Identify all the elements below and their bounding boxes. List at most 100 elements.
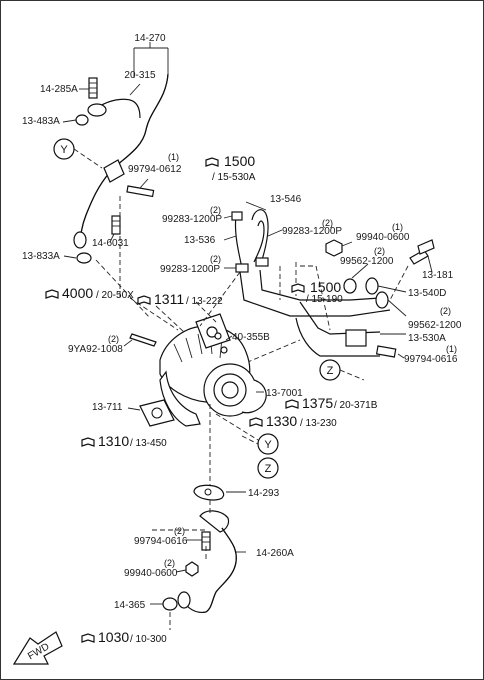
ref-4000: 4000 / 20-50X	[45, 285, 134, 301]
ref-1310: 1310 / 13-450	[81, 433, 167, 449]
pipe-bracket	[103, 159, 125, 183]
book-icon	[249, 417, 263, 427]
book-icon	[81, 633, 95, 643]
ref-1330: 1330 / 13-230	[249, 413, 337, 429]
label-99562-1200-a: 99562-1200	[340, 256, 394, 267]
fwd-arrow-icon	[12, 631, 63, 665]
label-14-285a: 14-285A	[40, 84, 78, 95]
bolt-40-355b-a	[214, 332, 222, 340]
inlet-flange	[159, 370, 201, 427]
ref-1330-main: 1330	[266, 413, 297, 429]
oil-feed-pipe-group: Y	[53, 42, 169, 319]
label-14-270: 14-270	[134, 33, 166, 44]
ref-1375-sub: / 20-371B	[334, 400, 378, 411]
callout-y-top: Y	[60, 144, 68, 156]
ref-1500-b-main: 1500	[310, 279, 341, 295]
washer-99562-lower	[375, 291, 389, 309]
ref-1030-sub: / 10-300	[130, 634, 167, 645]
ref-1030: 1030 / 10-300	[81, 629, 167, 645]
gasket-14-293	[193, 484, 225, 501]
label-99794-0616-a: 99794-0616	[404, 354, 458, 365]
label-40-355b: 40-355B	[232, 332, 270, 343]
ref-1500-b: 1500 / 15-190	[291, 279, 343, 305]
callout-z-bottom: Z	[265, 463, 272, 475]
ref-1311: 1311 / 13-222	[137, 291, 223, 307]
callout-y-bottom: Y	[264, 439, 272, 451]
qty-99794-0616-b: (2)	[174, 526, 185, 536]
qty-99562-1200-a: (2)	[374, 246, 385, 256]
book-icon	[205, 157, 219, 167]
qty-99794-0612: (1)	[168, 152, 179, 162]
forward-direction-mark: FWD	[12, 631, 63, 665]
ref-4000-main: 4000	[62, 285, 93, 301]
label-99283-1200p-b: 99283-1200P	[282, 226, 342, 237]
label-13-833a: 13-833A	[22, 251, 60, 262]
book-icon	[137, 295, 151, 305]
ref-1310-sub: / 13-450	[130, 438, 167, 449]
banjo-fitting-bottom	[73, 231, 87, 249]
label-13-711: 13-711	[92, 402, 123, 413]
nut-99940-0600	[325, 239, 343, 257]
label-99283-1200p-a: 99283-1200P	[162, 214, 222, 225]
callout-z-right: Z	[327, 365, 334, 377]
ref-1330-sub: / 13-230	[300, 418, 337, 429]
label-14-6031: 14-6031	[92, 238, 129, 249]
book-icon	[291, 283, 305, 293]
qty-9ya92-1008: (2)	[108, 334, 119, 344]
label-13-546: 13-546	[270, 194, 302, 205]
turbine-flange	[241, 379, 267, 414]
label-14-365: 14-365	[114, 600, 146, 611]
bolt-99794-0616-right	[375, 345, 397, 358]
bolt-99794-0612	[126, 185, 155, 198]
qty-99283-1200p-b: (2)	[322, 218, 333, 228]
return-pipe-end	[177, 591, 191, 609]
label-14-260a: 14-260A	[256, 548, 294, 559]
ref-1500-b-sub: / 15-190	[306, 294, 343, 305]
oil-return-group	[150, 484, 246, 630]
ref-1375-main: 1375	[302, 395, 333, 411]
ref-1311-main: 1311	[154, 291, 184, 307]
ref-1500-a-main: 1500	[224, 153, 255, 169]
book-icon	[45, 289, 59, 299]
qty-99562-1200-b: (2)	[440, 306, 451, 316]
label-99562-1200-b: 99562-1200	[408, 320, 462, 331]
ref-1310-main: 1310	[98, 433, 129, 449]
label-13-483a: 13-483A	[22, 116, 60, 127]
label-14-293: 14-293	[248, 488, 280, 499]
label-13-7001: 13-7001	[266, 388, 303, 399]
label-9ya92-1008: 9YA92-1008	[68, 344, 123, 355]
return-pipe-flange	[199, 510, 230, 533]
gasket-13-711	[139, 399, 175, 427]
actuator-stud	[206, 326, 218, 338]
label-13-536: 13-536	[184, 235, 216, 246]
book-icon	[285, 399, 299, 409]
book-icon	[81, 437, 95, 447]
washer-13-483a	[75, 114, 89, 126]
label-13-181: 13-181	[422, 270, 454, 281]
hose-clamp-lower-left	[235, 263, 249, 273]
callout-yz-bottom-group: Y Z	[241, 433, 279, 479]
ref-1500-a: 1500 / 15-530A	[205, 153, 256, 183]
hose-clamp-top	[231, 211, 243, 221]
bolt-14-6031	[111, 215, 121, 235]
bolt-13-181-head	[417, 239, 435, 255]
qty-99940-0600-b: (2)	[164, 558, 175, 568]
bolt-40-355b-b	[220, 346, 228, 354]
ref-4000-sub: / 20-50X	[96, 290, 134, 301]
part-labels: 14-270 20-315 14-285A 13-483A (1) 99794-…	[22, 33, 462, 611]
label-99283-1200p-c: 99283-1200P	[160, 264, 220, 275]
callout-circle-z-bottom	[257, 457, 279, 479]
washer-13-540d	[365, 277, 379, 295]
qty-99283-1200p-c: (2)	[210, 254, 221, 264]
label-20-315: 20-315	[124, 70, 156, 81]
label-99940-0600-a: 99940-0600	[356, 232, 410, 243]
ref-1375: 1375 / 20-371B	[285, 395, 378, 411]
ref-1500-a-sub: / 15-530A	[212, 172, 256, 183]
turbocharger-group	[123, 271, 267, 500]
washer-99562-upper	[343, 278, 357, 294]
label-13-540d: 13-540D	[408, 288, 446, 299]
gasket-14-365	[162, 597, 178, 611]
qty-99794-0616-a: (1)	[446, 344, 457, 354]
